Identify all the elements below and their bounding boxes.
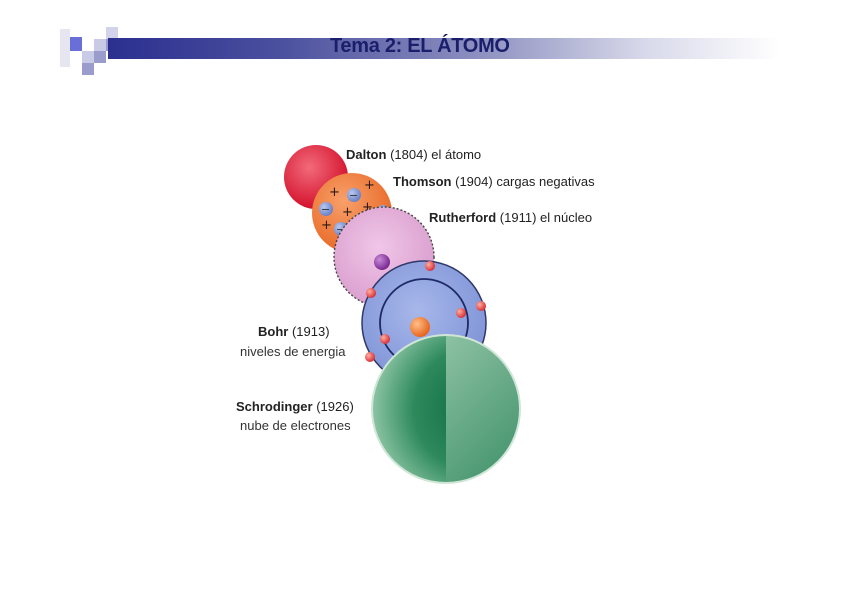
model-year: (1913) [291, 324, 330, 339]
svg-text:+: + [364, 178, 375, 193]
model-description: el átomo [431, 147, 482, 162]
logo-square [60, 29, 70, 67]
logo-square [82, 63, 94, 75]
header-bar [108, 38, 780, 59]
rutherford-label: Rutherford (1911) el núcleo [429, 210, 592, 225]
model-description: el núcleo [540, 210, 593, 225]
logo-square [94, 51, 106, 63]
slide-header: Tema 2: EL ÁTOMO [60, 27, 780, 77]
svg-text:−: − [336, 223, 345, 236]
bohr-label: Bohr (1913) [258, 324, 330, 339]
model-year: (1804) [390, 147, 428, 162]
schrodinger-model [371, 334, 521, 484]
model-name: Schrodinger [236, 399, 313, 414]
schrodinger-description: nube de electrones [240, 418, 351, 433]
svg-text:+: + [362, 200, 373, 215]
model-name: Rutherford [429, 210, 497, 225]
bohr-description: niveles de energia [240, 344, 346, 359]
model-name: Thomson [393, 174, 452, 189]
svg-text:+: + [329, 185, 340, 200]
svg-text:−: − [349, 189, 358, 202]
model-name: Dalton [346, 147, 387, 162]
logo-square [70, 37, 82, 51]
logo-square [106, 27, 118, 39]
logo-square [82, 51, 94, 63]
model-year: (1904) [455, 174, 493, 189]
model-description: cargas negativas [496, 174, 595, 189]
logo-square [94, 39, 106, 51]
thomson-label: Thomson (1904) cargas negativas [393, 174, 595, 189]
model-name: Bohr [258, 324, 289, 339]
svg-text:+: + [342, 205, 353, 220]
svg-text:−: − [321, 203, 330, 216]
model-year: (1911) [499, 210, 537, 225]
page-title: Tema 2: EL ÁTOMO [330, 35, 510, 57]
model-year: (1926) [316, 399, 354, 414]
schrodinger-label: Schrodinger (1926) [236, 399, 354, 414]
dalton-label: Dalton (1804) el átomo [346, 147, 481, 162]
svg-text:+: + [321, 218, 332, 233]
